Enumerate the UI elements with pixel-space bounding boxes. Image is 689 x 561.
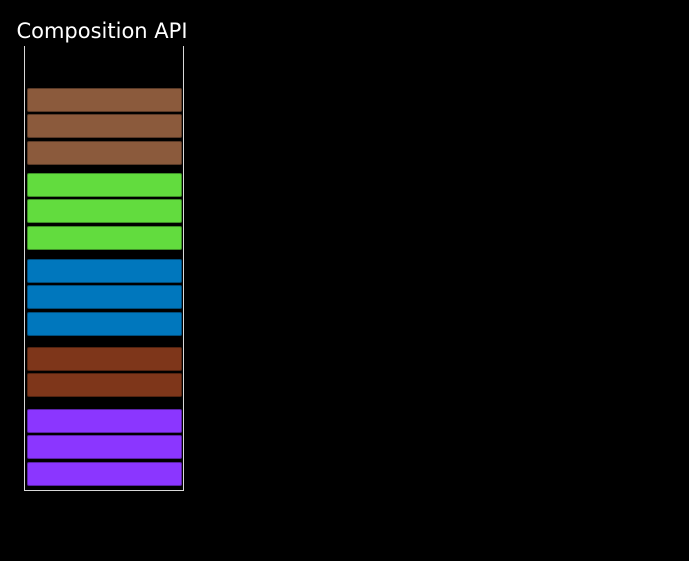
group-2-block [27,225,182,250]
group-3-block [27,259,182,283]
group-5-block [27,461,182,486]
group-4-block [27,347,182,371]
group-1-block [27,114,182,139]
group-1-block [27,140,182,165]
group-1-block [27,88,182,112]
group-5-block [27,435,182,460]
group-2-block [27,199,182,224]
diagram-title: Composition API [16,19,188,43]
group-2-block [27,173,182,197]
group-3-block [27,285,182,310]
stack-container [24,46,184,491]
group-4-block [27,373,182,398]
group-5-block [27,409,182,433]
group-3-block [27,311,182,336]
